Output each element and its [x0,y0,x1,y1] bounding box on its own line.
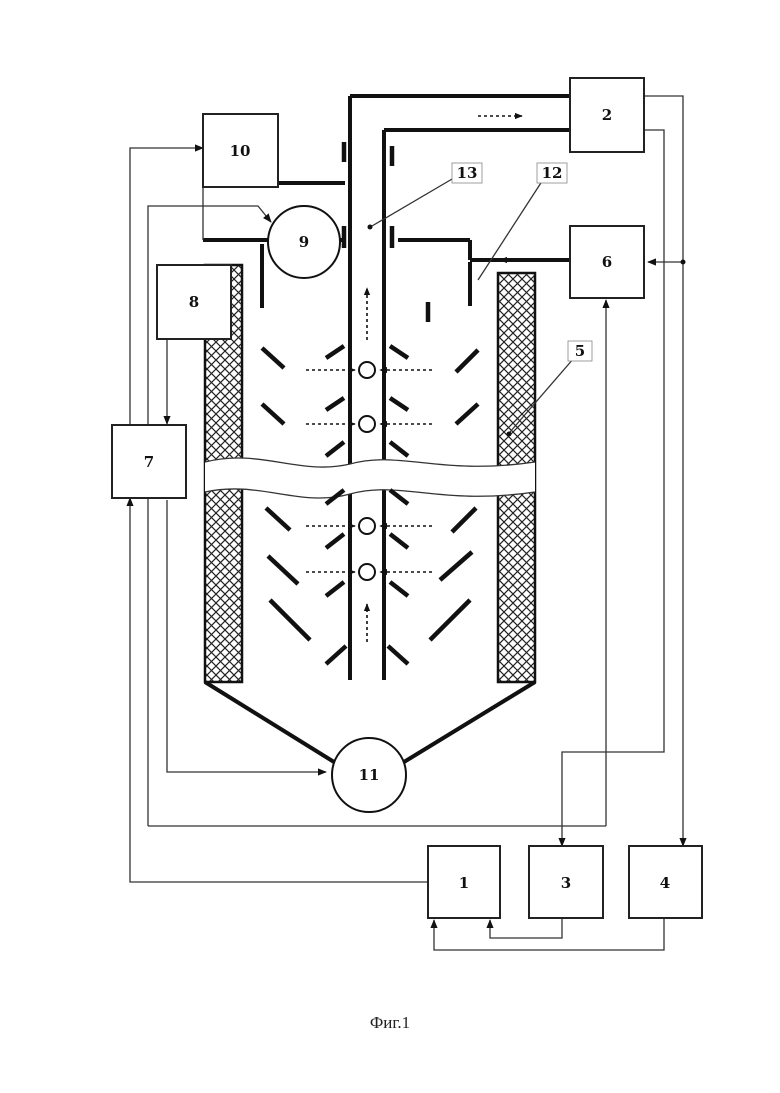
block-10-label: 10 [230,142,251,160]
junction-dot [681,260,686,265]
block-7: 7 [112,425,186,498]
circle-9-label: 9 [299,233,309,251]
bottom-cone-right [404,682,535,762]
block-4-label: 4 [660,874,670,892]
block-3-label: 3 [561,874,571,892]
callout-13-label: 13 [457,164,478,182]
nozzle [359,564,375,580]
block-2-label: 2 [602,106,612,124]
callout-5: 5 [568,341,592,361]
circle-11-label: 11 [359,766,380,784]
block-6: 6 [570,226,644,298]
block-7-label: 7 [144,453,154,471]
break-area [205,458,535,498]
block-1: 1 [428,846,500,918]
block-4: 4 [629,846,702,918]
block-8: 8 [157,265,231,339]
block-1-label: 1 [459,874,469,892]
block-2: 2 [570,78,644,152]
circle-11: 11 [332,738,406,812]
leader-12 [478,172,548,280]
block-6-label: 6 [602,253,612,271]
figure-caption: Фиг.1 [370,1013,410,1032]
block-8-label: 8 [189,293,199,311]
callout-12-label: 12 [542,164,563,182]
line-3-to-1 [490,918,562,938]
reactor-vessel [203,96,570,762]
callout-13: 13 [452,163,482,183]
callout-12: 12 [537,163,567,183]
bottom-cone-left [205,682,334,762]
nozzle [359,362,375,378]
line-4-to-1 [434,918,664,950]
block-3: 3 [529,846,603,918]
circle-9: 9 [268,206,340,278]
leader-dot [507,432,512,437]
block-10: 10 [203,114,278,187]
nozzle [359,416,375,432]
line-7-to-11 [167,500,326,772]
callout-5-label: 5 [575,342,585,360]
nozzle [359,518,375,534]
leader-dot [368,225,373,230]
